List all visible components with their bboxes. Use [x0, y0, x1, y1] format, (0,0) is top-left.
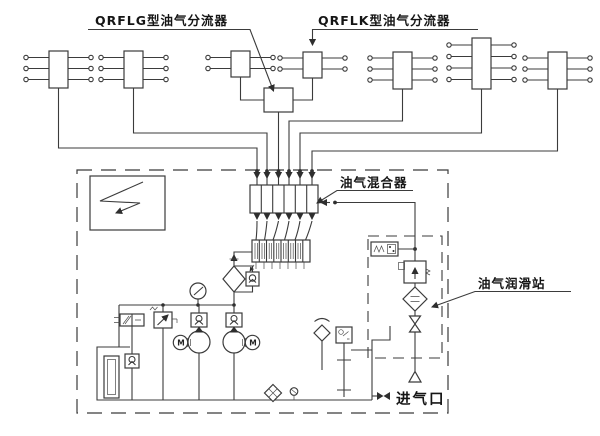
check-valve-3 — [124, 353, 140, 369]
motor-2-label: M — [249, 338, 256, 347]
mixer-label-text: 油气混合器 — [340, 175, 408, 190]
motor-1: M — [172, 334, 189, 351]
central-collector-block — [239, 77, 314, 113]
oil-gas-distributor-2-port-left — [205, 50, 276, 78]
distribution-bus-wiring — [57, 88, 559, 185]
oil-filter-with-bypass — [222, 251, 260, 305]
air-regulator — [398, 242, 431, 287]
oil-gas-distributor-4-port — [446, 37, 517, 90]
oil-gas-distributor-3-port-right-1 — [367, 51, 438, 90]
suction-strainer — [263, 383, 283, 403]
label-mixer: 油气混合器 — [316, 175, 413, 204]
pump-station: M M — [96, 282, 391, 403]
relief-valve — [149, 305, 178, 400]
qrflk-label-text: QRFLK型油气分流器 — [318, 13, 450, 28]
oil-gas-distributor-2-port-right — [277, 51, 348, 79]
electric-control-panel — [89, 175, 166, 231]
station-dashed-enclosure — [76, 169, 449, 414]
air-inlet-label-text: 进气口 — [396, 390, 446, 408]
pressure-gauge — [189, 282, 207, 305]
pump-2 — [222, 326, 246, 400]
air-inlet-port — [407, 370, 423, 383]
oil-gas-distributor-3-port-right-2 — [522, 51, 593, 90]
motor-2: M — [244, 334, 261, 351]
level-switch — [335, 326, 353, 397]
pressure-switch — [370, 241, 415, 257]
mixer-to-divider-lines — [253, 212, 316, 241]
oil-gas-distributor-3-port-left-2 — [98, 50, 169, 89]
oil-gas-mixer-6-cell — [249, 184, 319, 214]
progressive-divider-block — [249, 239, 311, 272]
check-valve-1 — [190, 312, 208, 328]
label-air-inlet: 进气口 — [396, 390, 446, 408]
air-filter — [402, 286, 428, 312]
breather — [313, 317, 331, 370]
oil-tank — [96, 346, 372, 401]
label-qrflg: QRFLG型油气分流器 — [88, 13, 275, 93]
qrflg-label-text: QRFLG型油气分流器 — [95, 13, 228, 28]
motor-1-label: M — [177, 338, 184, 347]
quick-coupler — [408, 311, 422, 371]
air-line — [319, 198, 417, 251]
oil-gas-distributor-3-port-left-1 — [23, 50, 94, 89]
station-label-text: 油气润滑站 — [478, 276, 546, 291]
check-valve-2 — [225, 312, 243, 328]
label-station: 油气润滑站 — [430, 276, 571, 309]
label-qrflk: QRFLK型油气分流器 — [308, 13, 478, 47]
drain-plug — [289, 387, 299, 400]
pump-1 — [187, 326, 211, 400]
air-unit-dashed-enclosure — [367, 235, 443, 359]
drain-valve — [372, 392, 390, 400]
